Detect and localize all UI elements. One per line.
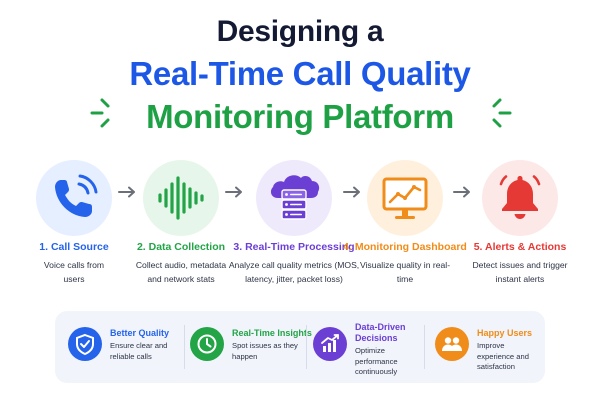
divider bbox=[184, 325, 185, 369]
step-desc-processing: Analyze call quality metrics (MOS, laten… bbox=[228, 260, 360, 284]
benefit-icon-real-time-insights bbox=[190, 327, 224, 361]
bell-icon bbox=[499, 175, 541, 219]
benefit-title-better-quality: Better Quality bbox=[110, 328, 170, 338]
title-line-3: Monitoring Platform bbox=[146, 98, 454, 135]
arrow-right-icon bbox=[118, 186, 135, 198]
benefit-title-real-time-insights: Real-Time Insights bbox=[232, 328, 312, 338]
arrow-right-icon bbox=[343, 186, 360, 198]
benefit-desc-happy-users: Improve experience and satisfaction bbox=[477, 341, 529, 371]
benefit-icon-happy-users bbox=[435, 327, 469, 361]
right-sparkle-icon bbox=[492, 98, 512, 128]
dashboard-chart-icon bbox=[382, 177, 428, 219]
cloud-server-icon bbox=[270, 175, 320, 220]
benefit-title-happy-users: Happy Users bbox=[477, 328, 533, 338]
benefit-icon-data-driven bbox=[313, 327, 347, 361]
title-line-2: Real-Time Call Quality bbox=[129, 55, 471, 92]
step-title-dashboard: 4. Monitoring Dashboard bbox=[343, 241, 467, 253]
step-desc-alerts: Detect issues and trigger instant alerts bbox=[472, 260, 568, 284]
step-title-alerts: 5. Alerts & Actions bbox=[473, 241, 567, 253]
shield-check-icon bbox=[76, 333, 94, 356]
step-call-source-circle bbox=[36, 160, 112, 236]
title-line-1: Designing a bbox=[216, 15, 384, 48]
step-title-data-collection: 2. Data Collection bbox=[136, 241, 226, 253]
benefit-title-data-driven: Data-Driven Decisions bbox=[355, 322, 406, 343]
divider bbox=[424, 325, 425, 369]
left-sparkle-icon bbox=[90, 98, 110, 128]
step-data-collection-circle bbox=[143, 160, 219, 236]
clock-icon bbox=[197, 334, 217, 354]
benefit-desc-better-quality: Ensure clear and reliable calls bbox=[110, 341, 168, 361]
step-desc-dashboard: Visualize quality in real-time bbox=[359, 260, 451, 284]
users-icon bbox=[442, 337, 462, 351]
step-title-call-source: 1. Call Source bbox=[39, 241, 109, 253]
step-alerts-circle bbox=[482, 160, 558, 236]
step-desc-data-collection: Collect audio, metadata and network stat… bbox=[135, 260, 227, 284]
step-title-processing: 3. Real-Time Processing bbox=[233, 241, 355, 253]
phone-icon bbox=[55, 174, 98, 217]
arrow-right-icon bbox=[225, 186, 242, 198]
step-processing-circle bbox=[256, 160, 332, 236]
sound-wave-icon bbox=[158, 176, 204, 220]
divider bbox=[306, 325, 307, 369]
step-dashboard-circle bbox=[367, 160, 443, 236]
arrow-right-icon bbox=[453, 186, 470, 198]
growth-chart-icon bbox=[321, 334, 339, 352]
step-desc-call-source: Voice calls from users bbox=[43, 260, 105, 284]
benefit-desc-data-driven: Optimize performance continuously bbox=[355, 346, 398, 376]
benefit-desc-real-time-insights: Spot issues as they happen bbox=[232, 341, 298, 361]
benefit-icon-better-quality bbox=[68, 327, 102, 361]
